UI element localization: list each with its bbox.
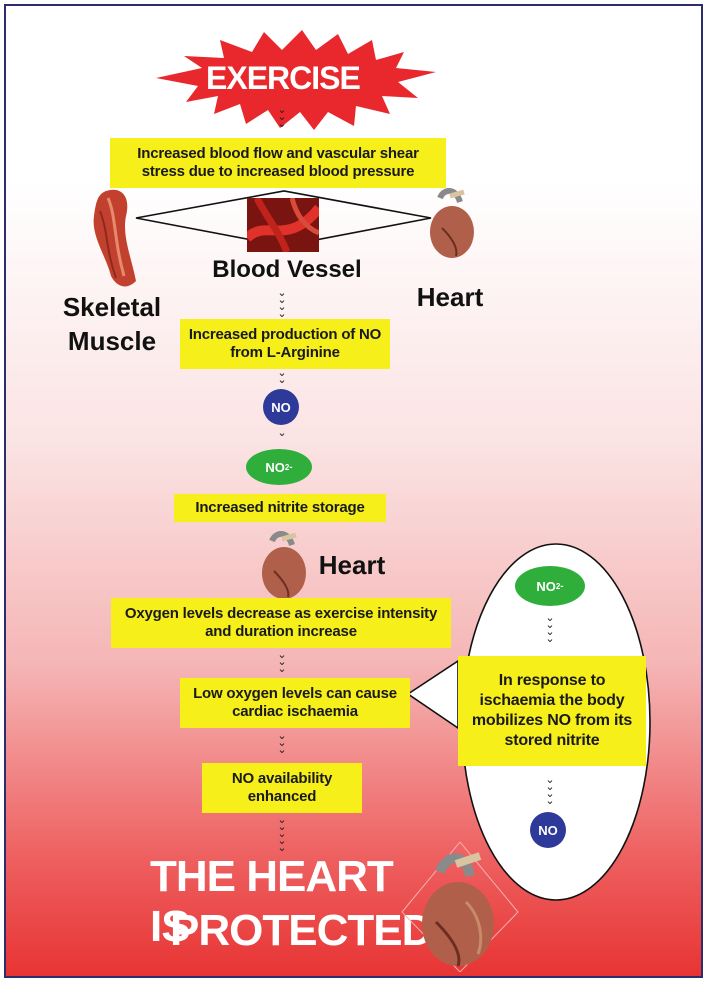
- oval-no-circle: NO: [530, 812, 566, 848]
- chevron-down-icon: ⌄⌄⌄⌄: [275, 289, 289, 317]
- oval-no2-sup: -: [560, 581, 563, 592]
- box-low-oxygen: Low oxygen levels can cause cardiac isch…: [180, 678, 410, 728]
- chevron-down-icon: ⌄⌄⌄: [275, 651, 289, 672]
- label-heart-middle: Heart: [312, 550, 392, 581]
- chevron-down-icon: ⌄⌄⌄⌄: [543, 776, 557, 804]
- oval-no2-main: NO: [536, 579, 556, 594]
- chevron-down-icon: ⌄⌄⌄⌄: [543, 614, 557, 642]
- box-blood-flow: Increased blood flow and vascular shear …: [110, 138, 446, 188]
- label-skeletal-muscle: Skeletal Muscle: [56, 290, 168, 358]
- blood-vessel-image: [247, 198, 319, 252]
- box-response: In response to ischaemia the body mobili…: [458, 656, 646, 766]
- diagram-canvas: EXERCISE ⌄⌄⌄ Increased blood flow and va…: [4, 4, 703, 978]
- box-oxygen-levels: Oxygen levels decrease as exercise inten…: [111, 598, 451, 648]
- chevron-down-icon: ⌄⌄⌄⌄⌄: [275, 816, 289, 851]
- footer-line-2: PROTECTED: [170, 906, 410, 956]
- no2-main: NO: [265, 460, 285, 475]
- chevron-down-icon: ⌄⌄⌄: [275, 106, 289, 127]
- chevron-down-icon: ⌄: [275, 429, 289, 436]
- box-nitrite-storage: Increased nitrite storage: [174, 494, 386, 522]
- chevron-down-icon: ⌄⌄⌄: [275, 732, 289, 753]
- starburst-label: EXERCISE: [206, 58, 356, 98]
- skeletal-muscle-image: [86, 186, 146, 296]
- heart-image-middle: [254, 531, 314, 603]
- heart-image-top: [422, 188, 482, 262]
- label-blood-vessel: Blood Vessel: [202, 256, 372, 284]
- chevron-down-icon: ⌄⌄: [275, 369, 289, 383]
- box-no-availability: NO availability enhanced: [202, 763, 362, 813]
- label-heart-top: Heart: [410, 282, 490, 313]
- no2-sup: -: [289, 462, 292, 473]
- heart-image-footer: [400, 842, 520, 972]
- no-circle: NO: [263, 389, 299, 425]
- box-no-production: Increased production of NO from L-Argini…: [180, 319, 390, 369]
